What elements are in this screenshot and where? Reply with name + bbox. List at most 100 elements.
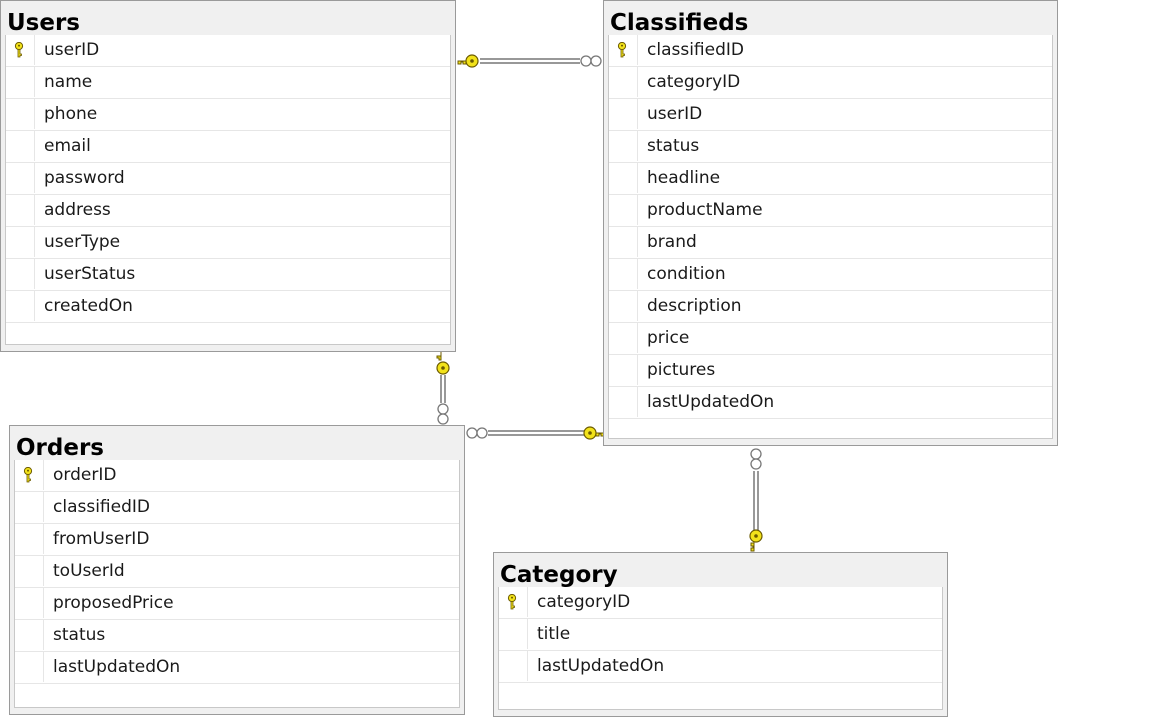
row-selector[interactable] (6, 35, 35, 65)
column-row[interactable]: userStatus (6, 259, 450, 291)
row-selector[interactable] (6, 99, 35, 129)
column-row[interactable]: userID (6, 35, 450, 67)
column-name: condition (647, 264, 726, 284)
column-row[interactable]: lastUpdatedOn (15, 652, 459, 684)
row-selector[interactable] (609, 99, 638, 129)
relationship-users-classifieds[interactable] (457, 54, 602, 68)
column-row[interactable]: email (6, 131, 450, 163)
column-name: password (44, 168, 125, 188)
key-icon (14, 42, 24, 58)
column-row[interactable]: fromUserID (15, 524, 459, 556)
row-selector[interactable] (15, 524, 44, 554)
row-selector[interactable] (609, 291, 638, 321)
relationship-orders-classifieds[interactable] (466, 426, 605, 440)
row-selector[interactable] (609, 131, 638, 161)
key-endpoint-icon (436, 352, 450, 375)
row-selector[interactable] (6, 291, 35, 321)
key-endpoint-icon (457, 54, 479, 68)
column-row[interactable]: createdOn (6, 291, 450, 323)
column-row[interactable]: classifiedID (609, 35, 1052, 67)
column-row[interactable]: status (609, 131, 1052, 163)
row-selector[interactable] (609, 35, 638, 65)
relationship-users-orders[interactable] (436, 352, 450, 425)
column-row[interactable]: categoryID (499, 587, 942, 619)
column-row[interactable]: headline (609, 163, 1052, 195)
row-selector[interactable] (6, 227, 35, 257)
row-selector[interactable] (6, 67, 35, 97)
column-name: userID (44, 40, 100, 60)
column-name: toUserId (53, 561, 125, 581)
column-row[interactable]: status (15, 620, 459, 652)
row-selector[interactable] (609, 323, 638, 353)
column-row[interactable]: address (6, 195, 450, 227)
column-row[interactable]: title (499, 619, 942, 651)
row-selector[interactable] (609, 195, 638, 225)
column-row[interactable]: userType (6, 227, 450, 259)
row-selector[interactable] (6, 131, 35, 161)
relationship-classifieds-category[interactable] (749, 448, 763, 552)
row-selector[interactable] (609, 355, 638, 385)
column-row[interactable]: brand (609, 227, 1052, 259)
column-row[interactable]: pictures (609, 355, 1052, 387)
column-row[interactable]: userID (609, 99, 1052, 131)
column-row[interactable]: name (6, 67, 450, 99)
table-title: Users (7, 10, 80, 35)
row-selector[interactable] (609, 227, 638, 257)
column-name: productName (647, 200, 763, 220)
column-name: description (647, 296, 742, 316)
row-selector[interactable] (15, 556, 44, 586)
column-row[interactable]: proposedPrice (15, 588, 459, 620)
row-selector[interactable] (609, 387, 638, 417)
row-selector[interactable] (499, 619, 528, 649)
column-row[interactable]: phone (6, 99, 450, 131)
row-selector[interactable] (499, 587, 528, 617)
column-grid: classifiedID categoryID userID status headli… (608, 35, 1053, 439)
column-row[interactable]: classifiedID (15, 492, 459, 524)
column-row[interactable]: categoryID (609, 67, 1052, 99)
column-row[interactable]: condition (609, 259, 1052, 291)
column-name: headline (647, 168, 721, 188)
column-row[interactable]: orderID (15, 460, 459, 492)
infinity-endpoint-icon (580, 55, 602, 67)
column-name: userID (647, 104, 703, 124)
column-row[interactable]: price (609, 323, 1052, 355)
row-selector[interactable] (6, 163, 35, 193)
row-selector[interactable] (15, 588, 44, 618)
row-selector[interactable] (609, 163, 638, 193)
row-selector[interactable] (15, 620, 44, 650)
column-name: address (44, 200, 111, 220)
row-selector[interactable] (6, 259, 35, 289)
row-selector[interactable] (609, 67, 638, 97)
row-selector[interactable] (6, 195, 35, 225)
column-name: classifiedID (53, 497, 150, 517)
row-selector[interactable] (499, 651, 528, 681)
row-selector[interactable] (15, 652, 44, 682)
column-row[interactable]: lastUpdatedOn (499, 651, 942, 683)
column-row[interactable]: description (609, 291, 1052, 323)
column-name: fromUserID (53, 529, 150, 549)
column-row[interactable]: toUserId (15, 556, 459, 588)
column-row[interactable]: password (6, 163, 450, 195)
column-row[interactable]: productName (609, 195, 1052, 227)
column-name: categoryID (537, 592, 631, 612)
key-endpoint-icon (583, 426, 605, 440)
infinity-endpoint-icon (466, 427, 488, 439)
column-name: lastUpdatedOn (53, 657, 181, 677)
column-name: userStatus (44, 264, 136, 284)
row-selector[interactable] (15, 492, 44, 522)
column-name: orderID (53, 465, 117, 485)
column-name: lastUpdatedOn (647, 392, 775, 412)
column-name: pictures (647, 360, 716, 380)
column-row[interactable]: lastUpdatedOn (609, 387, 1052, 419)
row-selector[interactable] (15, 460, 44, 490)
column-name: classifiedID (647, 40, 744, 60)
column-name: email (44, 136, 91, 156)
row-selector[interactable] (609, 259, 638, 289)
